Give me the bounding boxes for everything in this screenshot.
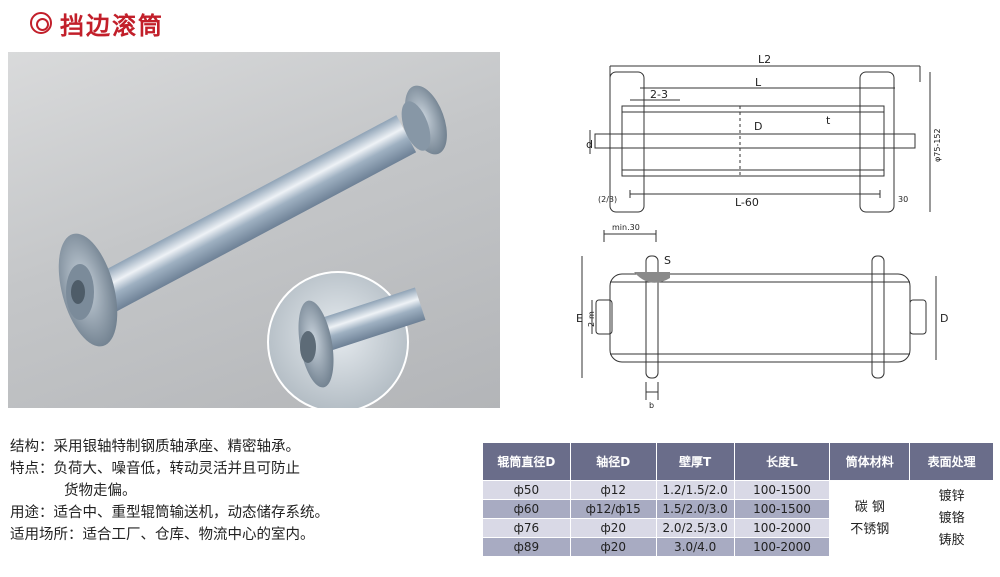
table-row: ф76 ф20 2.0/2.5/3.0 100-2000 [482,518,994,538]
double-circle-icon [30,12,52,34]
dim-d-upper: D [754,120,762,133]
col-roller-diameter: 辊筒直径D [482,442,571,481]
surface-cell: 镀锌 镀铬 铸胶 [909,480,994,557]
structure-line: 结构： 采用银轴特制钢质轴承座、精密轴承。 [10,439,300,455]
dim-gap: 2-3 [650,88,668,101]
dim-e: E [576,312,583,325]
col-material: 筒体材料 [829,442,911,481]
spec-table: 辊筒直径D 轴径D 壁厚T 长度L 筒体材料 表面处理 ф50 ф12 1.2/… [482,442,994,557]
table-row: ф89 ф20 3.0/4.0 100-2000 [482,537,994,557]
dim-right-small: 30 [898,195,908,204]
product-description: 结构： 采用银轴特制钢质轴承座、精密轴承。 特点： 负荷大、噪音低，转动灵活并且… [10,436,480,546]
dim-l-minus: L-60 [735,196,759,209]
table-row: ф60 ф12/ф15 1.5/2.0/3.0 100-1500 [482,499,994,519]
dim-left-small: (2/3) [598,195,617,204]
dimension-drawings: L2 L D t d L-60 2-3 (2/3) 30 φ75-152 min… [576,53,948,408]
col-surface: 表面处理 [909,442,994,481]
dim-t: t [826,114,831,127]
place-line: 适用场所： 适合工厂、仓库、物流中心的室内。 [10,527,315,543]
col-length: 长度L [733,442,831,481]
page-title: 挡边滚筒 [60,11,164,40]
table-row: ф50 ф12 1.2/1.5/2.0 100-1500 碳 钢 不锈钢 镀锌 … [482,480,994,557]
dim-vert: φ75-152 [933,128,942,162]
dim-d-bottom: D [940,312,948,325]
dim-d-left: d [586,138,593,151]
dim-min30: min.30 [612,223,640,232]
page-header: 挡边滚筒 [30,8,164,40]
dim-b: b [649,401,654,408]
table-header-row: 辊筒直径D 轴径D 壁厚T 长度L 筒体材料 表面处理 [482,442,994,481]
dim-m: 2-m [587,311,596,327]
usage-line: 用途： 适合中、重型辊筒输送机，动态储存系统。 [10,505,329,521]
dim-s: S [664,254,671,267]
col-shaft-diameter: 轴径D [569,442,657,481]
dim-l2: L2 [758,53,771,66]
feature-line-2: 货物走偏。 [64,483,137,499]
roller-illustration [58,85,447,408]
product-photo [8,52,500,408]
col-wall-thickness: 壁厚T [655,442,735,481]
dim-l: L [755,76,762,89]
material-cell: 碳 钢 不锈钢 [829,480,911,557]
technical-drawing: L2 L D t d L-60 2-3 (2/3) 30 φ75-152 min… [500,52,1000,408]
feature-line: 特点： 负荷大、噪音低，转动灵活并且可防止 [10,461,300,477]
